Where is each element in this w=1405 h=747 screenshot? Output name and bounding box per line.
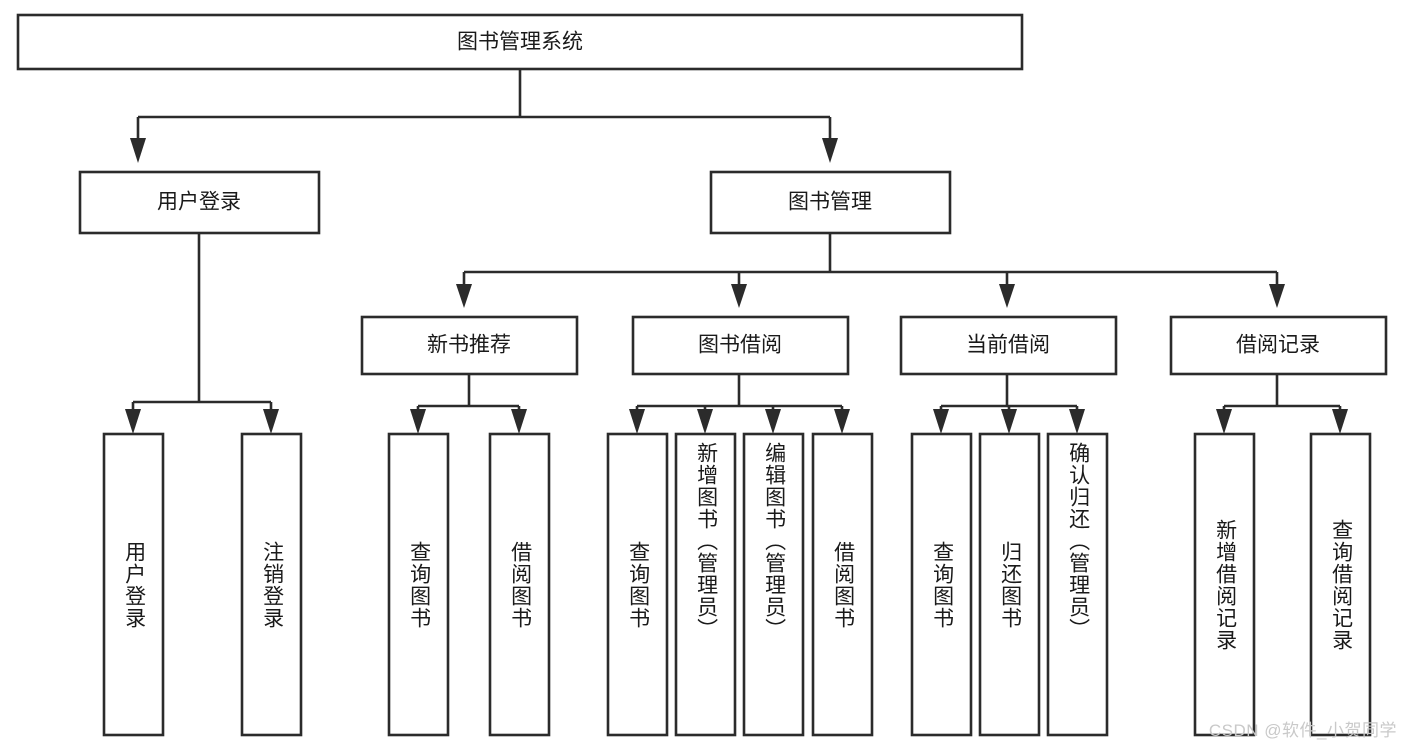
leaf-box-return-book[interactable] bbox=[978, 432, 1041, 737]
arrow-head-icon bbox=[731, 284, 747, 308]
connectors-userlogin-to-leaves bbox=[125, 233, 279, 434]
arrow-head-icon bbox=[511, 409, 527, 434]
leaf-box-borrow-book-2[interactable] bbox=[811, 432, 874, 737]
leaf-boxes bbox=[102, 432, 1372, 737]
leaf-box-confirm-return-admin[interactable] bbox=[1046, 432, 1109, 737]
leaf-box-user-login[interactable] bbox=[102, 432, 165, 737]
leaf-box-query-book-3[interactable] bbox=[910, 432, 973, 737]
node-new-book-recommend[interactable]: 新书推荐 bbox=[360, 315, 579, 376]
arrow-head-icon bbox=[1332, 409, 1348, 434]
node-borrow-record[interactable]: 借阅记录 bbox=[1169, 315, 1388, 376]
leaf-box-logout[interactable] bbox=[240, 432, 303, 737]
node-user-login-box[interactable] bbox=[78, 170, 321, 235]
node-user-login-label: 用户登录 bbox=[157, 191, 241, 214]
connectors-currentborrow-to-leaves bbox=[933, 374, 1085, 434]
arrow-head-icon bbox=[765, 409, 781, 434]
node-book-management-label: 图书管理 bbox=[788, 191, 872, 214]
arrow-head-icon bbox=[1069, 409, 1085, 434]
connectors-newbook-to-leaves bbox=[410, 374, 527, 434]
watermark-label: CSDN @软件_小贺同学 bbox=[1208, 721, 1397, 740]
arrow-head-icon bbox=[999, 284, 1015, 308]
arrow-head-icon bbox=[933, 409, 949, 434]
node-book-borrow[interactable]: 图书借阅 bbox=[631, 315, 850, 376]
node-book-management[interactable]: 图书管理 bbox=[709, 170, 952, 235]
arrow-head-icon bbox=[130, 138, 146, 163]
leaf-box-add-book-admin[interactable] bbox=[674, 432, 737, 737]
node-new-book-recommend-label: 新书推荐 bbox=[427, 334, 511, 357]
connectors-bookborrow-to-leaves bbox=[629, 374, 850, 434]
arrow-head-icon bbox=[822, 138, 838, 163]
node-borrow-record-label: 借阅记录 bbox=[1236, 334, 1320, 357]
arrow-head-icon bbox=[1269, 284, 1285, 308]
arrow-head-icon bbox=[456, 284, 472, 308]
node-current-borrow[interactable]: 当前借阅 bbox=[899, 315, 1118, 376]
leaf-box-borrow-book-1[interactable] bbox=[488, 432, 551, 737]
leaf-box-edit-book-admin[interactable] bbox=[742, 432, 805, 737]
connectors-booking-to-level3 bbox=[456, 233, 1285, 308]
arrow-head-icon bbox=[697, 409, 713, 434]
node-root[interactable]: 图书管理系统 bbox=[16, 13, 1024, 71]
node-current-borrow-label: 当前借阅 bbox=[966, 334, 1050, 357]
node-borrow-record-box[interactable] bbox=[1169, 315, 1388, 376]
arrow-head-icon bbox=[629, 409, 645, 434]
connectors-borrowrecord-to-leaves bbox=[1216, 374, 1348, 434]
arrow-head-icon bbox=[410, 409, 426, 434]
arrow-head-icon bbox=[125, 409, 141, 434]
arrow-head-icon bbox=[834, 409, 850, 434]
node-root-box[interactable] bbox=[16, 13, 1024, 71]
arrow-head-icon bbox=[1001, 409, 1017, 434]
arrow-head-icon bbox=[1216, 409, 1232, 434]
node-new-book-recommend-box[interactable] bbox=[360, 315, 579, 376]
leaf-box-query-book-2[interactable] bbox=[606, 432, 669, 737]
node-book-borrow-box[interactable] bbox=[631, 315, 850, 376]
connectors-root-to-level2 bbox=[130, 69, 838, 163]
node-book-borrow-label: 图书借阅 bbox=[698, 334, 782, 357]
arrow-head-icon bbox=[263, 409, 279, 434]
leaf-box-query-book-1[interactable] bbox=[387, 432, 450, 737]
node-user-login[interactable]: 用户登录 bbox=[78, 170, 321, 235]
node-root-label: 图书管理系统 bbox=[457, 31, 583, 54]
leaf-box-add-borrow-record[interactable] bbox=[1193, 432, 1256, 737]
node-book-management-box[interactable] bbox=[709, 170, 952, 235]
leaf-box-query-borrow-record[interactable] bbox=[1309, 432, 1372, 737]
node-current-borrow-box[interactable] bbox=[899, 315, 1118, 376]
